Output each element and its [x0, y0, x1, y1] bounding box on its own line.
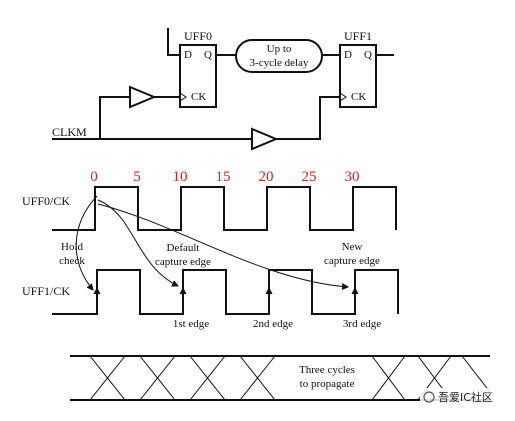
buffer1-out-wire	[276, 96, 340, 140]
delay-line1: Up to	[267, 43, 292, 55]
uff1-label: UFF1	[344, 29, 372, 43]
timing-diagram: 0 5 10 15 20 25 30 UFF0/CK UFF1/CK Hold …	[22, 169, 399, 330]
delay-line2: 3-cycle delay	[250, 57, 309, 69]
bus-cross-2	[139, 355, 176, 401]
hold-check-arrow	[75, 195, 98, 291]
uff0-ck-pin: CK	[191, 91, 206, 103]
uff0-flipflop	[179, 44, 217, 108]
uff0-ck-waveform	[52, 186, 397, 231]
tick-0: 0	[90, 169, 98, 185]
uff1-clock-triangle	[339, 92, 347, 102]
tick-20: 20	[259, 169, 274, 185]
default-capture-arrow	[97, 199, 179, 287]
watermark-bg	[420, 388, 510, 406]
bus-cross-5	[371, 355, 406, 401]
edge-label-2: 2nd edge	[253, 318, 293, 330]
new-capture-arrow	[97, 203, 349, 291]
uff1-ck-pin: CK	[351, 91, 366, 103]
uff0-ck-label: UFF0/CK	[22, 194, 70, 208]
uff0-label: UFF0	[184, 29, 212, 43]
bus-cross-3	[189, 355, 226, 401]
edge-label-1: 1st edge	[173, 318, 209, 330]
uff1-d-pin: D	[344, 49, 352, 61]
uff1-ck-label: UFF1/CK	[22, 284, 70, 298]
data-bus: Three cycles to propagate	[70, 355, 491, 401]
uff1-ck-waveform	[52, 269, 399, 315]
tick-15: 15	[216, 169, 231, 185]
watermark: 吾爱IC社区	[420, 388, 510, 406]
circuit-schematic: UFF0 D Q CK Up to 3-cycle delay UFF1 D Q…	[52, 28, 394, 151]
bus-cross-7	[461, 355, 491, 393]
edge-label-3: 3rd edge	[343, 318, 381, 330]
tick-10: 10	[173, 169, 188, 185]
clock-buffer-1	[251, 127, 279, 151]
bus-line2: to propagate	[300, 378, 355, 390]
new-line2: capture edge	[324, 255, 380, 267]
tick-5: 5	[133, 169, 141, 185]
tick-30: 30	[345, 169, 360, 185]
hold-line1: Hold	[61, 241, 84, 253]
hold-line2: check	[59, 255, 85, 267]
clock-wire-upper	[52, 96, 130, 140]
clock-buffer-0	[129, 85, 157, 109]
bus-line1: Three cycles	[299, 364, 355, 376]
bus-cross-1	[89, 355, 126, 401]
tick-25: 25	[302, 169, 317, 185]
uff1-q-pin: Q	[364, 49, 372, 61]
uff0-d-pin: D	[184, 49, 192, 61]
default-line1: Default	[167, 242, 200, 254]
uff0-q-pin: Q	[204, 49, 212, 61]
uff0-d-wire	[167, 28, 180, 56]
default-line2: capture edge	[155, 256, 211, 268]
wechat-icon	[423, 391, 435, 403]
uff1-flipflop	[339, 44, 377, 108]
new-line1: New	[342, 241, 363, 253]
clock-label: CLKM	[52, 125, 87, 139]
watermark-text: 吾爱IC社区	[438, 390, 493, 404]
bus-cross-4	[239, 355, 276, 401]
uff0-clock-triangle	[179, 92, 187, 102]
